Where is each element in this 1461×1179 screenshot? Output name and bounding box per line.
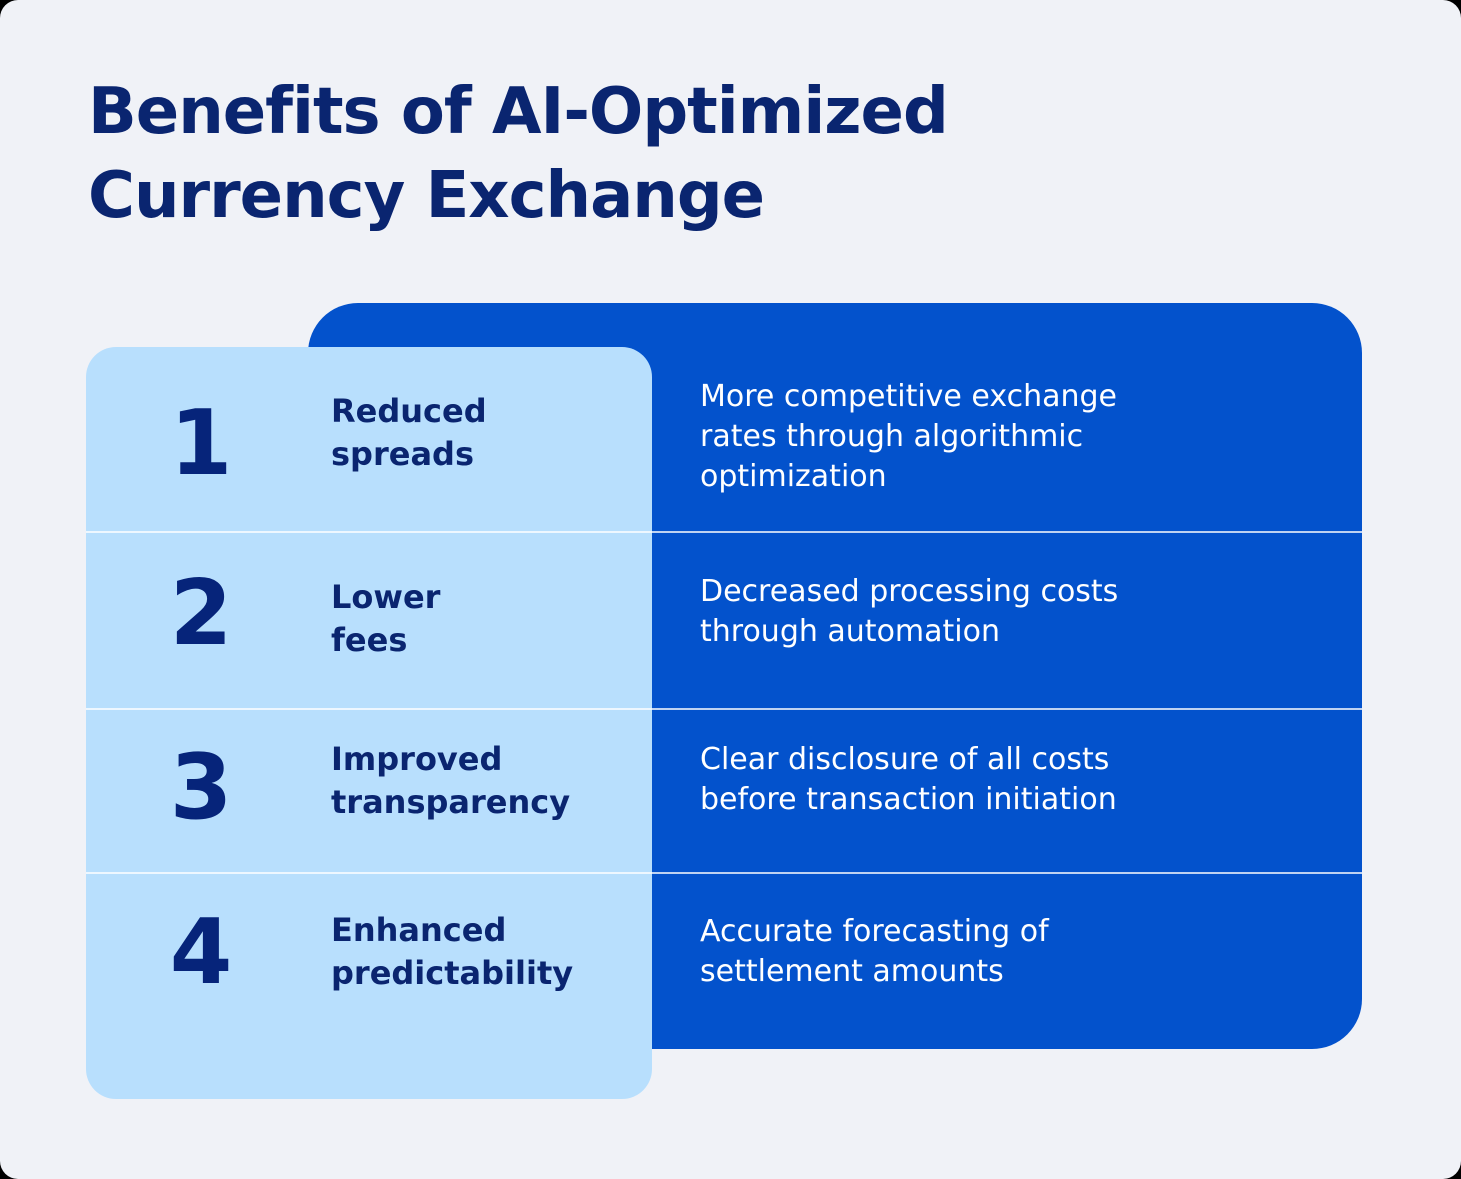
benefit-number: 3 <box>169 735 233 840</box>
benefit-description: More competitive exchange rates through … <box>700 379 1117 494</box>
benefit-row-3: 3 Improved transparency Clear disclosure… <box>86 710 1362 872</box>
benefit-number: 2 <box>169 561 233 666</box>
benefit-description: Decreased processing costs through autom… <box>700 574 1119 649</box>
benefit-description: Clear disclosure of all costs before tra… <box>700 742 1117 817</box>
row-divider <box>86 708 1362 710</box>
row-divider <box>86 531 1362 533</box>
benefit-row-2: 2 Lower fees Decreased processing costs … <box>86 533 1362 708</box>
benefits-panel <box>86 347 652 1099</box>
benefit-label: Lower fees <box>331 578 441 659</box>
benefit-row-4: 4 Enhanced predictability Accurate forec… <box>86 874 1362 1054</box>
page-title: Benefits of AI-Optimized Currency Exchan… <box>88 70 949 238</box>
benefit-row-1: 1 Reduced spreads More competitive excha… <box>86 347 1362 531</box>
title-line-1: Benefits of AI-Optimized <box>88 75 949 149</box>
row-divider <box>86 872 1362 874</box>
benefit-label: Enhanced predictability <box>331 911 574 992</box>
benefit-number: 4 <box>169 900 233 1005</box>
benefit-description: Accurate forecasting of settlement amoun… <box>700 914 1049 989</box>
benefit-label: Improved transparency <box>331 740 571 821</box>
benefit-number: 1 <box>169 391 233 496</box>
title-line-2: Currency Exchange <box>88 159 765 233</box>
benefit-label: Reduced spreads <box>331 392 487 473</box>
